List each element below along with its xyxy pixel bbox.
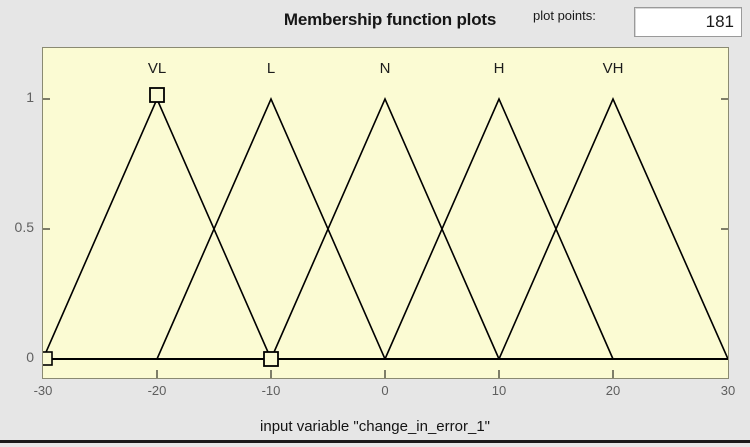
x-tick-label-30: 30: [720, 383, 736, 398]
x-tick-label-20: 20: [605, 383, 621, 398]
mf-label-n: N: [379, 60, 391, 77]
x-axis-title: input variable "change_in_error_1": [260, 418, 490, 435]
y-tick-label-0.5: 0.5: [14, 219, 34, 235]
bottom-divider: [0, 440, 750, 443]
x-tick-label-10: 10: [491, 383, 507, 398]
plot-points-label: plot points:: [533, 8, 596, 23]
selection-handle-peak[interactable]: [149, 87, 165, 103]
x-tick-label-0: 0: [381, 383, 389, 398]
y-tick-label-0: 0: [26, 349, 34, 365]
mf-label-l: L: [266, 60, 276, 77]
plot-header: Membership function plots plot points: 1…: [0, 0, 750, 44]
x-tick-label--30: -30: [33, 383, 53, 398]
selection-handle-left[interactable]: [43, 351, 53, 366]
mf-curve-n[interactable]: [270, 97, 500, 360]
mf-curve-l[interactable]: [156, 97, 386, 360]
membership-function-curves: [43, 87, 728, 378]
mf-label-vh: VH: [602, 60, 624, 77]
plot-points-input[interactable]: 181: [634, 7, 742, 37]
x-tick-label--10: -10: [261, 383, 281, 398]
mf-label-h: H: [493, 60, 505, 77]
mf-curve-vh[interactable]: [498, 97, 728, 360]
plot-points-value: 181: [705, 12, 734, 31]
page-title: Membership function plots: [283, 10, 497, 29]
x-tick-label--20: -20: [147, 383, 167, 398]
mf-curve-h[interactable]: [384, 97, 614, 360]
mf-label-vl: VL: [147, 60, 167, 77]
plot-area[interactable]: [42, 47, 729, 379]
mf-curve-vl[interactable]: [43, 97, 272, 360]
selection-handle-right[interactable]: [263, 351, 279, 367]
y-tick-label-1: 1: [26, 89, 34, 105]
